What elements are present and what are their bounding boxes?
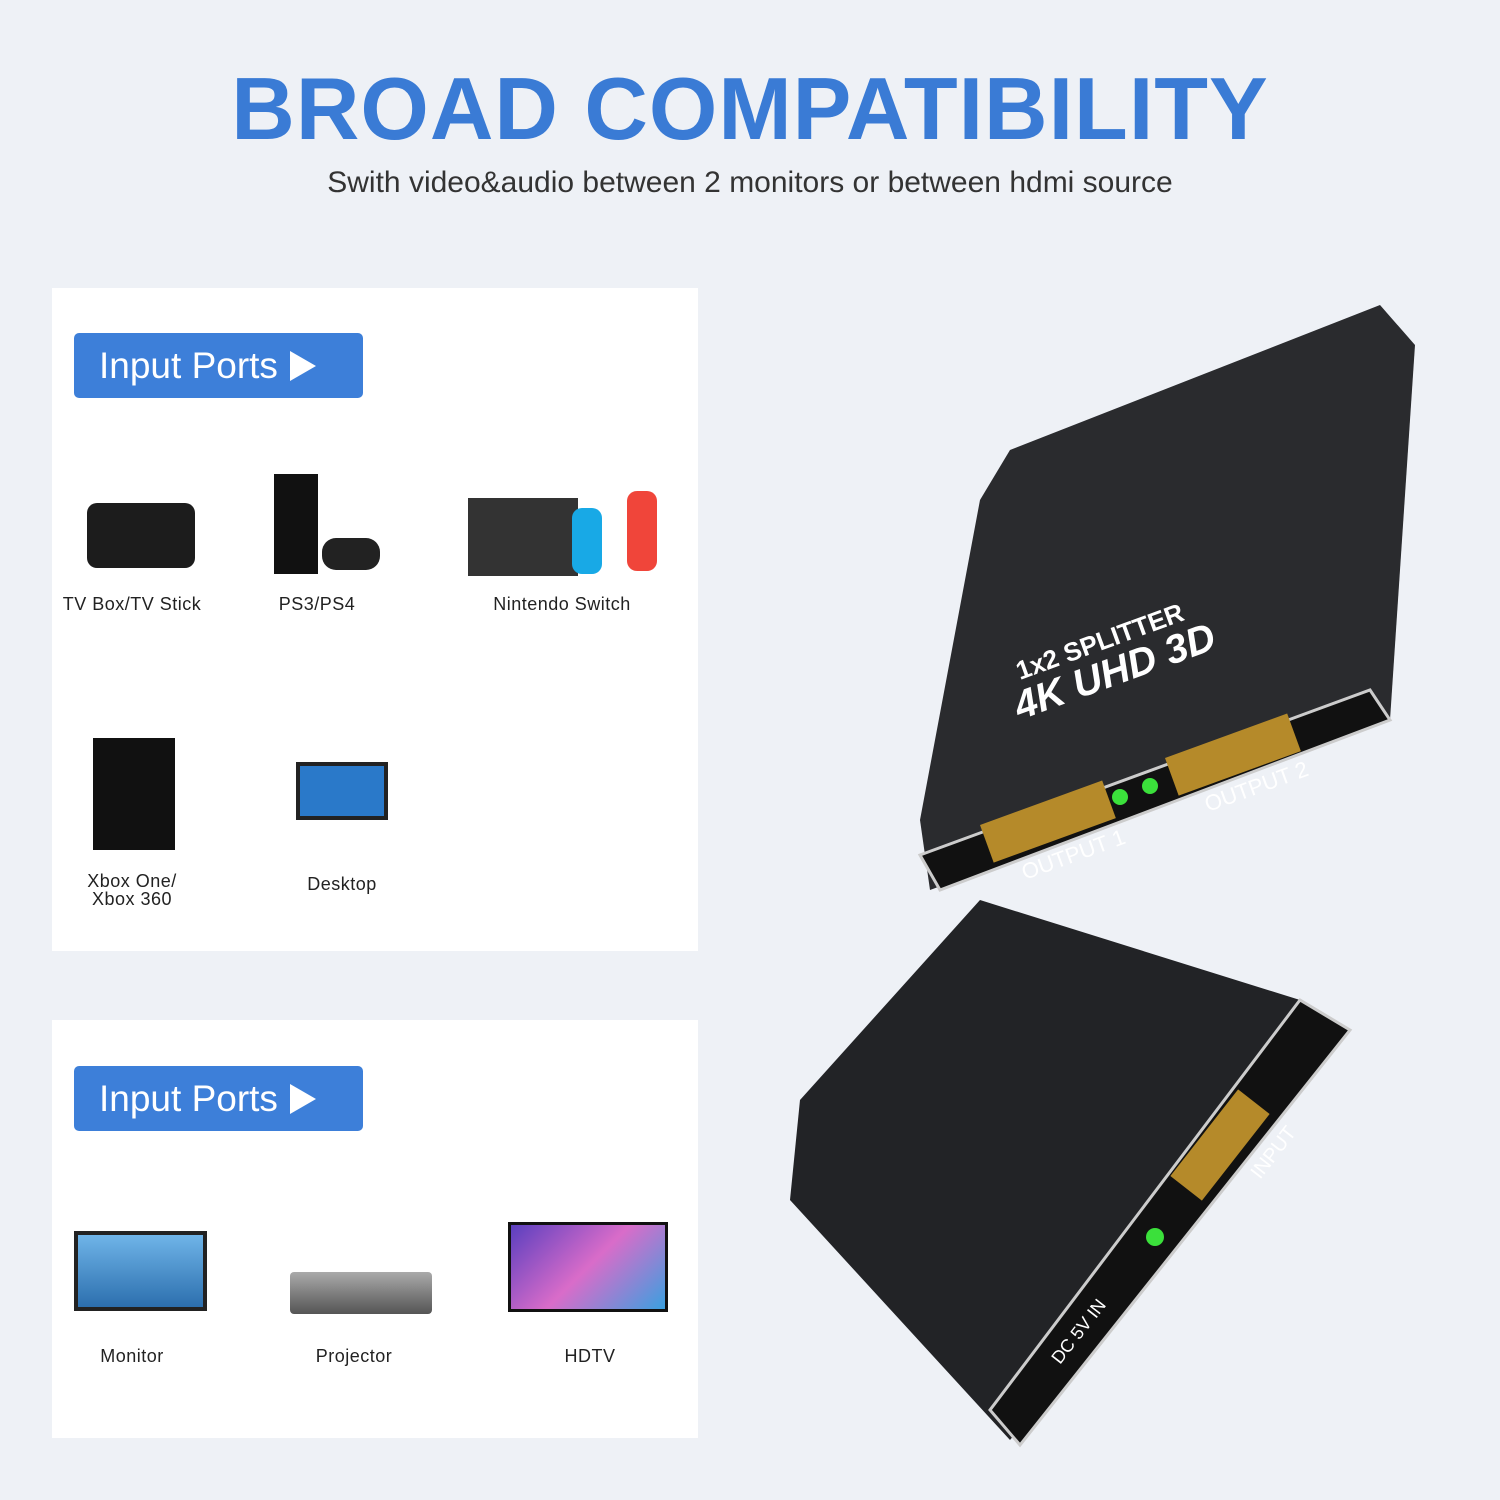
output-2-port [1165,713,1301,796]
hdmi-splitter-product-image: 1x2 SPLITTER 4K UHD 3D OUTPUT 1 OUTPUT 2… [790,305,1415,1448]
splitter-bottom-body [790,900,1350,1440]
output-devices-card: Input Ports Monitor Projector HDTV [52,1020,698,1438]
button-label: Input Ports [99,344,278,386]
xbox-icon [93,738,175,850]
output-1-port [980,780,1116,863]
device-label-xbox: Xbox One/ Xbox 360 [87,871,177,909]
device-label-monitor: Monitor [100,1346,164,1366]
input-ports-button-2: Input Ports [74,1066,363,1131]
led-indicator [1146,1228,1164,1246]
input-port [1170,1089,1270,1201]
led-indicator [1112,789,1128,805]
desktop-icon [296,762,388,820]
nintendo-switch-icon [468,498,578,576]
playstation-icon [274,474,318,574]
page-title: BROAD COMPATIBILITY [231,59,1269,158]
joycon-red-icon [627,491,657,571]
led-indicator [1142,778,1158,794]
input-devices-card: Input Ports TV Box/TV Stick PS3/PS4 Nint… [52,288,698,951]
device-label-switch: Nintendo Switch [493,594,631,614]
device-label-hdtv: HDTV [564,1346,616,1366]
joycon-blue-icon [572,508,602,574]
device-label-tv-box: TV Box/TV Stick [62,594,202,614]
hdtv-icon [508,1222,668,1312]
input-ports-button: Input Ports [74,333,363,398]
monitor-icon [74,1231,207,1311]
projector-icon [290,1272,432,1314]
button-label: Input Ports [99,1077,278,1119]
page-subtitle: Swith video&audio between 2 monitors or … [327,166,1173,199]
device-label-projector: Projector [315,1346,393,1366]
device-label-desktop: Desktop [307,874,377,894]
device-label-ps: PS3/PS4 [278,594,356,614]
play-arrow-icon [289,350,316,381]
play-arrow-icon [289,1083,316,1114]
tv-box-icon [87,503,195,568]
controller-icon [322,538,380,570]
